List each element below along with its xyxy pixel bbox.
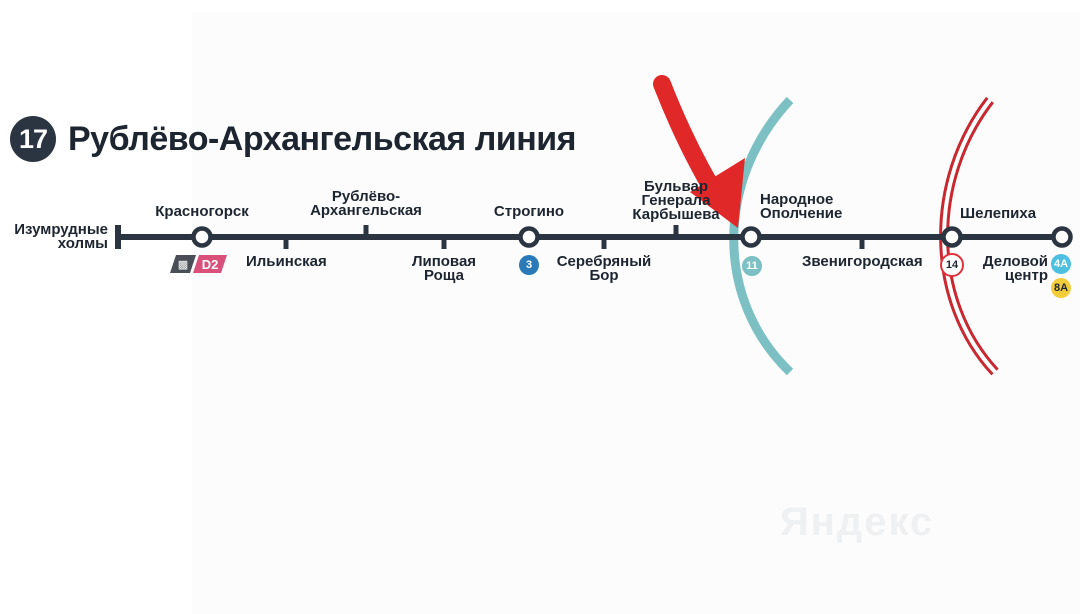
station-circle-shelepikha <box>941 226 963 248</box>
station-circle-opolchenie <box>740 226 762 248</box>
transfer-d2: ▩ D2 <box>170 255 227 273</box>
train-icon: ▩ <box>170 255 196 273</box>
red-arrow-head <box>690 158 745 228</box>
line-header: 17 Рублёво-Архангельская линия <box>10 115 577 163</box>
d2-label: D2 <box>193 255 227 273</box>
station-label-shelepikha: Шелепиха <box>960 205 1037 222</box>
station-label-strogino: Строгино <box>493 203 565 220</box>
station-circle-strogino <box>518 226 540 248</box>
station-circle-krasnogorsk <box>191 226 213 248</box>
line-number-badge: 17 <box>10 116 56 162</box>
transfer-badge-line11: 11 <box>741 255 763 277</box>
transfer-badge-line3: 3 <box>519 255 539 275</box>
diagram-background <box>192 12 1080 614</box>
station-label-zvenigorodskaya: Звенигородская <box>802 253 923 270</box>
station-label-krasnogorsk: Красногорск <box>155 203 249 220</box>
watermark: Яндекс <box>780 500 935 544</box>
transfer-badge-line14: 14 <box>940 253 964 277</box>
station-label-ilinskaya: Ильинская <box>246 253 327 270</box>
line-title: Рублёво-Архангельская линия <box>68 119 577 158</box>
station-circle-delovoy <box>1051 226 1073 248</box>
transfer-badge-line8a: 8А <box>1051 278 1071 298</box>
transfer-badge-line4a: 4А <box>1051 254 1071 274</box>
station-label-rublevo: Рублёво-Архангельская <box>310 188 422 219</box>
